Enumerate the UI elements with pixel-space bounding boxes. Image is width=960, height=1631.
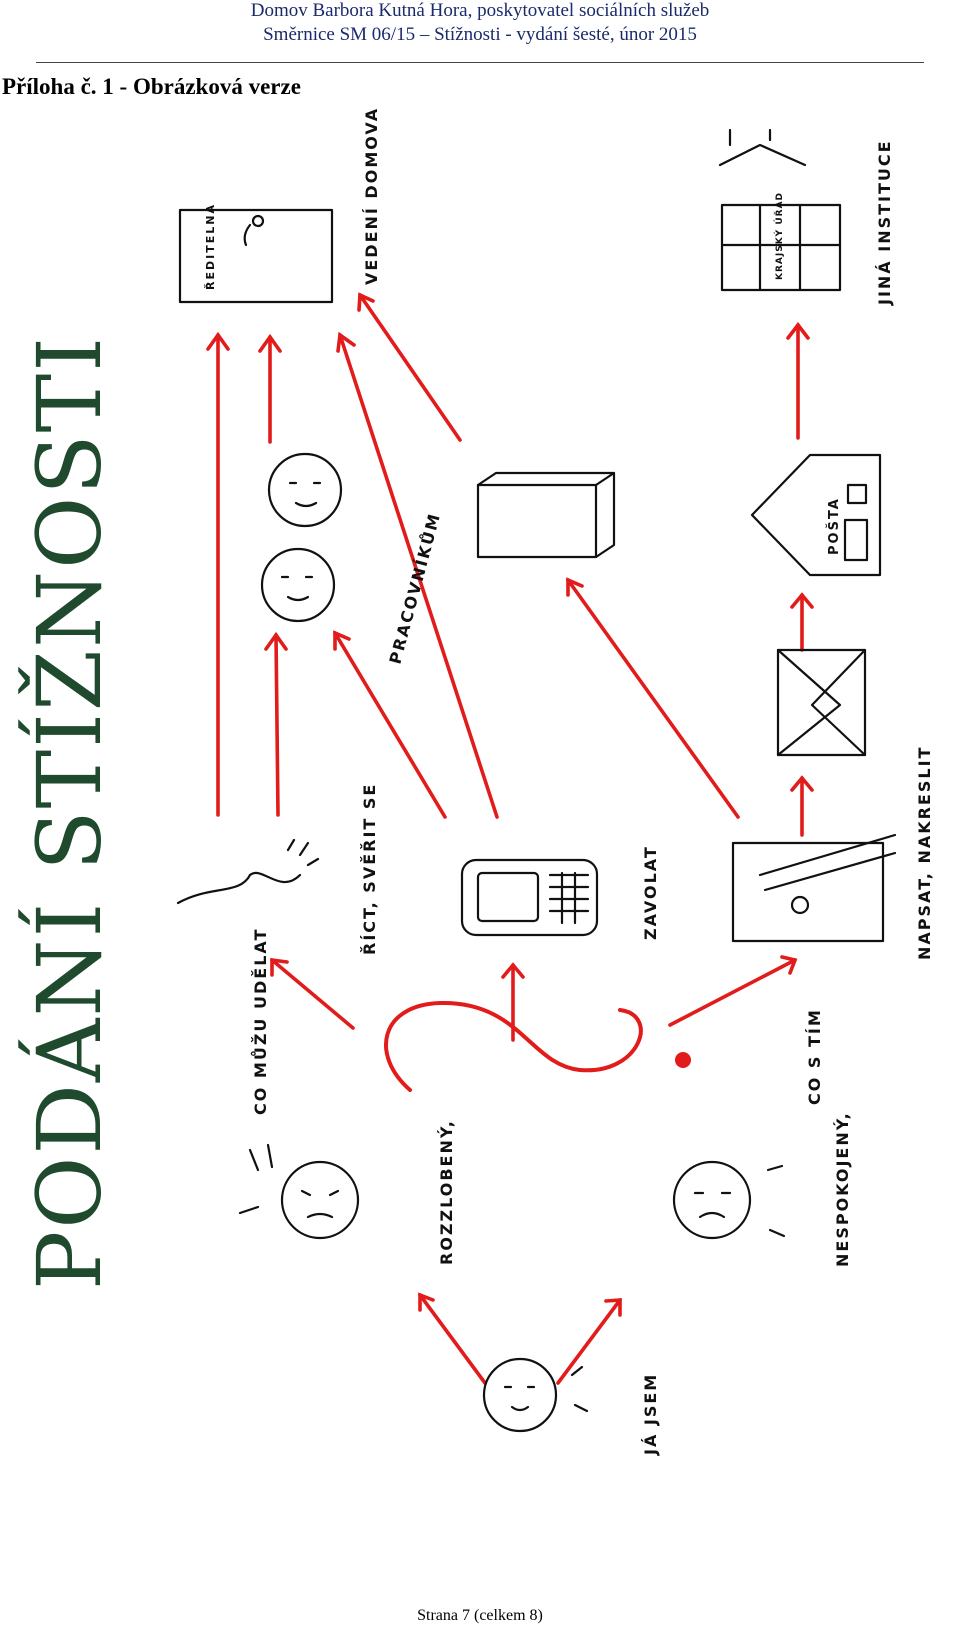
- flow-arrows: [206, 292, 814, 1385]
- mobile-phone-drawing: [460, 858, 599, 937]
- envelope-drawing: [776, 648, 867, 757]
- attachment-title: Příloha č. 1 - Obrázková verze: [2, 74, 301, 99]
- complaint-procedure-illustration: PODÁNÍ STÍŽNOSTI: [18, 107, 934, 1456]
- paper-and-pencils-drawing: [731, 833, 897, 943]
- page-footer: Strana 7 (celkem 8): [417, 1607, 543, 1624]
- label-zavolat: ZAVOLAT: [641, 845, 660, 940]
- document-header: Domov Barbora Kutná Hora, poskytovatel s…: [0, 0, 960, 47]
- face-rozzlobeny: [238, 1143, 360, 1240]
- director-office-door-drawing: [178, 208, 334, 304]
- illustration-title: PODÁNÍ STÍŽNOSTI: [18, 335, 121, 1290]
- label-co-s-tim: CO S TÍM: [805, 1008, 824, 1105]
- label-vedeni-domova: VEDENÍ DOMOVA: [362, 107, 381, 285]
- label-krajsky-urad: KRAJSKÝ ÚŘAD: [773, 192, 785, 280]
- institution-building-drawing: [718, 128, 842, 292]
- label-napsat: NAPSAT, NAKRESLIT: [915, 746, 934, 960]
- cabinet-drawing: [476, 471, 616, 559]
- face-pracovnik-2: [267, 452, 343, 528]
- label-pracovnikum: PRACOVNÍKŮM: [386, 510, 445, 666]
- header-directive: Směrnice SM 06/15 – Stížnosti - vydání š…: [263, 24, 697, 45]
- label-ja-jsem: JÁ JSEM: [641, 1373, 660, 1456]
- label-reditelna: ŘEDITELNA: [204, 203, 217, 290]
- face-speaking: [176, 838, 320, 905]
- face-nespokojeny: [672, 1160, 786, 1240]
- label-jina-instituce: JINÁ INSTITUCE: [875, 139, 894, 306]
- label-rozzlobeny: ROZZLOBENÝ,: [437, 1119, 456, 1265]
- label-rict: ŘÍCT, SVĚŘIT SE: [360, 783, 379, 955]
- post-office-drawing: [750, 453, 882, 577]
- question-mark: [384, 1000, 691, 1092]
- label-co-muzu-udelat: CO MŮŽU UDĚLAT: [251, 928, 270, 1115]
- face-ja-jsem: [482, 1357, 589, 1433]
- label-posta: POŠTA: [826, 497, 842, 555]
- label-nespokojeny: NESPOKOJENÝ,: [833, 1111, 852, 1267]
- header-organization: Domov Barbora Kutná Hora, poskytovatel s…: [250, 0, 710, 21]
- face-pracovnik-1: [260, 547, 336, 623]
- header-rule: [36, 62, 924, 63]
- question-mark-dot: [675, 1052, 691, 1068]
